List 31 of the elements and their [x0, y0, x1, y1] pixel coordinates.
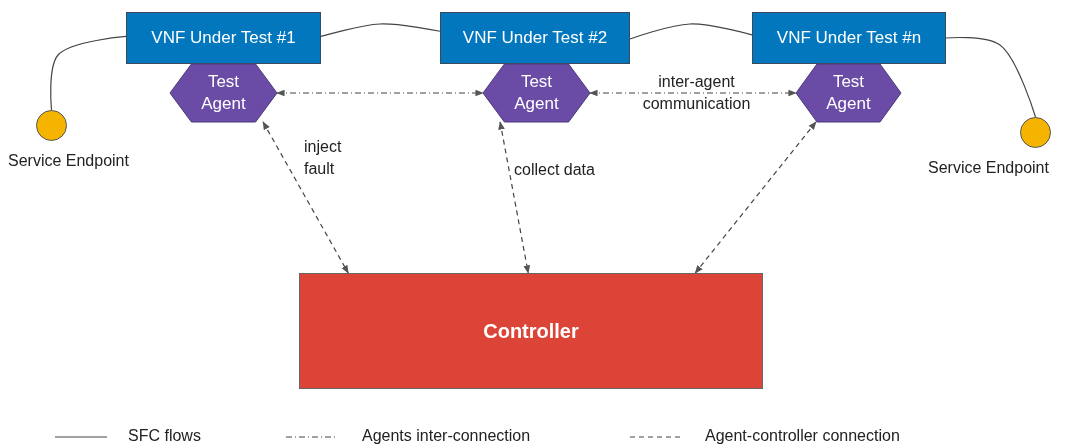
edge-label: inter-agent communication [641, 72, 752, 114]
legend-label: SFC flows [128, 427, 201, 445]
endpoint-circle [36, 110, 67, 141]
agent-hexagon [170, 64, 277, 122]
arrow [694, 121, 817, 274]
agent-hexagon [796, 64, 901, 122]
arrow [589, 89, 797, 97]
process-box [752, 12, 946, 64]
controller-box [299, 273, 763, 389]
connector-line [50, 35, 127, 111]
endpoint-circle [1020, 117, 1051, 148]
endpoint-caption: Service Endpoint [8, 152, 129, 170]
arrow [498, 121, 531, 274]
connector-line [945, 36, 1037, 118]
node-label: Test Agent [825, 71, 872, 115]
endpoint-caption: Service Endpoint [928, 159, 1049, 177]
arrow [262, 121, 349, 274]
arrow [276, 89, 484, 97]
node-label: Controller [483, 319, 579, 343]
node-label: Test Agent [513, 71, 560, 115]
connector-line [320, 23, 441, 38]
node-label: VNF Under Test #2 [462, 28, 608, 48]
node-label: VNF Under Test #1 [151, 28, 296, 48]
node-label: Test Agent [200, 71, 247, 115]
connector-line [629, 23, 753, 40]
agent-hexagon [483, 64, 590, 122]
node-label: VNF Under Test #n [776, 28, 922, 48]
process-box [126, 12, 321, 64]
legend-label: Agents inter-connection [362, 427, 531, 445]
process-box [440, 12, 630, 64]
legend-label: Agent-controller connection [705, 427, 900, 445]
